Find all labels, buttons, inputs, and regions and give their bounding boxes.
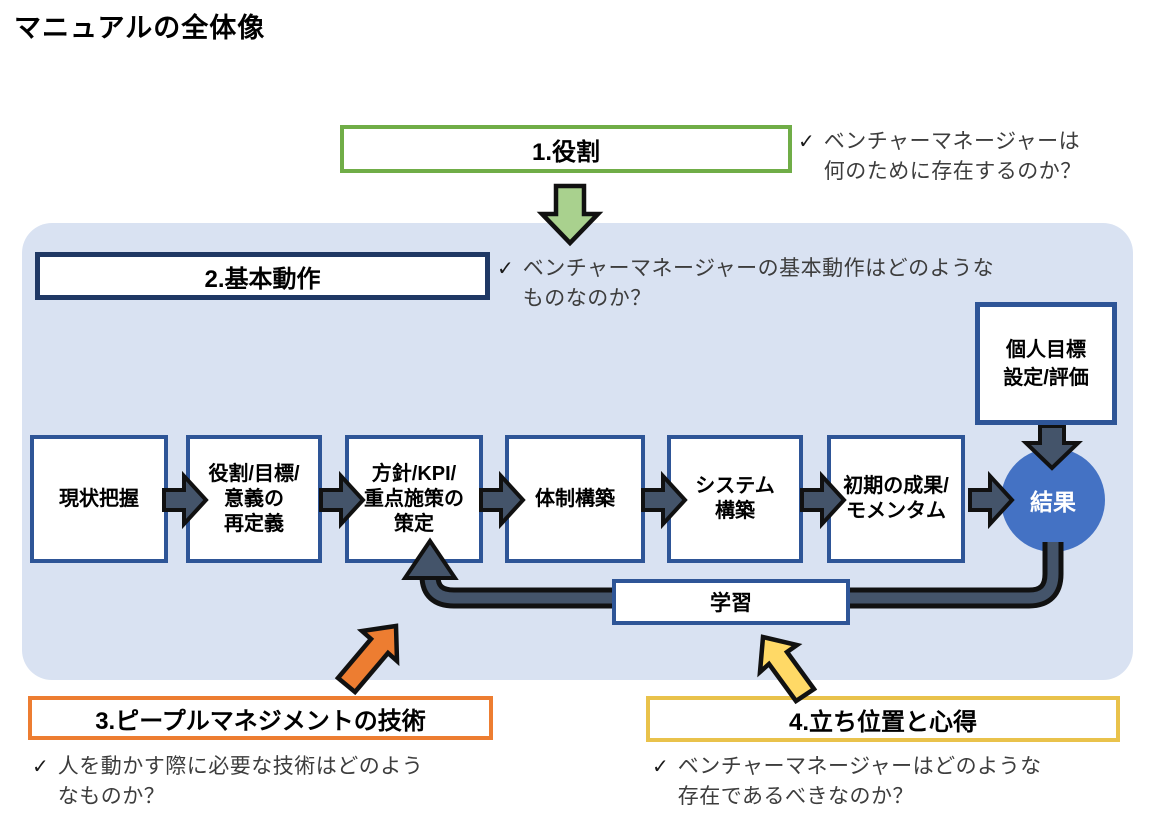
page-title: マニュアルの全体像 [14, 13, 266, 43]
stance-label: 4.立ち位置と心得 [788, 708, 977, 736]
personal-goal-box: 個人目標 設定/評価 [975, 302, 1117, 425]
flow-arrow-icon [479, 470, 526, 530]
flow-step-label: 現状把握 [59, 487, 139, 510]
flow-step-label: 役割/目標/ 意義の 再定義 [208, 462, 300, 535]
personal-goal-label: 個人目標 設定/評価 [1003, 338, 1089, 389]
stance-box: 4.立ち位置と心得 [646, 696, 1120, 742]
basic-note: ✓ ベンチャーマネージャーの基本動作はどのような ものなのか？ [497, 254, 994, 314]
flow-step-label: システム 構築 [695, 475, 775, 522]
stance-note: ✓ ベンチャーマネージャーはどのような 存在であるべきなのか？ [652, 752, 1042, 812]
check-icon: ✓ [798, 131, 815, 153]
people-note: ✓ 人を動かす際に必要な技術はどのよう なものか？ [32, 752, 423, 812]
down-arrow-dark-icon [1021, 424, 1083, 471]
role-box: 1.役割 [340, 125, 792, 173]
result-circle [1001, 448, 1105, 552]
flow-step-box: 初期の成果/ モメンタム [827, 435, 965, 563]
check-icon: ✓ [652, 756, 669, 778]
role-label: 1.役割 [531, 138, 600, 166]
check-icon: ✓ [497, 258, 514, 280]
stance-note-text: ベンチャーマネージャーはどのような 存在であるべきなのか？ [677, 755, 1042, 808]
learning-box: 学習 [612, 579, 850, 625]
basic-label: 2.基本動作 [204, 265, 321, 293]
people-box: 3.ピープルマネジメントの技術 [28, 696, 493, 740]
role-note-text: ベンチャーマネージャーは 何のために存在するのか？ [823, 130, 1082, 183]
flow-step-label: 初期の成果/ モメンタム [843, 475, 949, 522]
flow-step-box: システム 構築 [667, 435, 803, 563]
flow-step-label: 体制構築 [535, 487, 615, 510]
flow-step-label: 方針/KPI/ 重点施策の 策定 [364, 462, 464, 535]
role-note: ✓ ベンチャーマネージャーは 何のために存在するのか？ [798, 127, 1082, 187]
flow-arrow-icon [319, 470, 366, 530]
flow-step-box: 方針/KPI/ 重点施策の 策定 [345, 435, 483, 563]
basic-box: 2.基本動作 [35, 252, 490, 300]
learning-label: 学習 [710, 592, 752, 615]
flow-arrow-icon [641, 470, 688, 530]
result-label: 結果 [1030, 489, 1076, 515]
flow-arrow-icon [800, 470, 847, 530]
check-icon: ✓ [32, 756, 49, 778]
basic-note-text: ベンチャーマネージャーの基本動作はどのような ものなのか？ [522, 257, 995, 310]
up-arrow-yellow-icon [757, 634, 818, 705]
down-arrow-green-icon [536, 183, 604, 247]
flow-arrow-icon [968, 470, 1015, 530]
people-note-text: 人を動かす際に必要な技術はどのよう なものか？ [57, 755, 424, 808]
people-label: 3.ピープルマネジメントの技術 [95, 707, 426, 735]
flow-arrow-icon [162, 470, 209, 530]
up-arrow-orange-icon [334, 623, 400, 696]
